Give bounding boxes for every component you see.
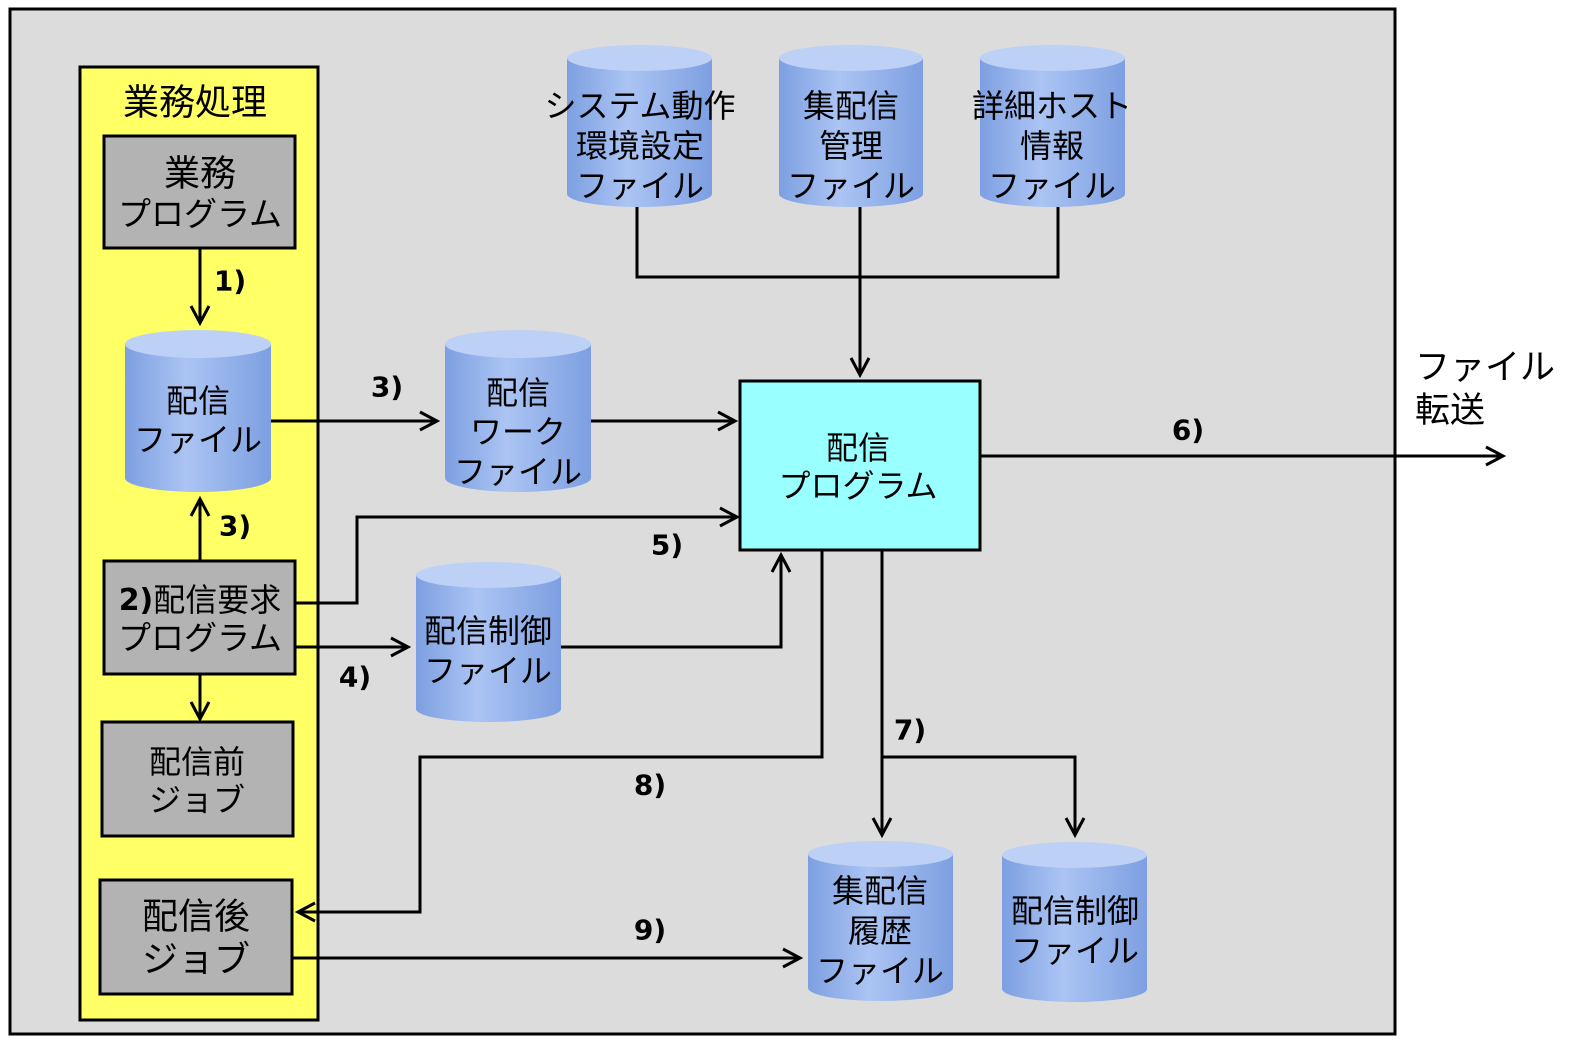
cylinder-top: [445, 330, 591, 358]
delivery-control-file-out-line-1: 配信制御: [1011, 892, 1139, 930]
post-delivery-job-line-2: ジョブ: [142, 940, 250, 981]
cylinder-body: [416, 575, 561, 722]
edge-control-file-to-delivery-program: [561, 555, 781, 649]
delivery-control-file-out-cylinder: 配信制御 ファイル: [1002, 842, 1147, 1003]
delivery-request-program-line-1: 2)配信要求: [119, 581, 282, 619]
distribution-management-file-cylinder: 集配信 管理 ファイル: [779, 45, 923, 207]
delivery-request-program-title: 配信要求: [153, 581, 281, 619]
pre-delivery-job-box: 配信前 ジョブ: [100, 720, 295, 838]
cylinder-body: [808, 854, 953, 1001]
pre-delivery-job-line-2: ジョブ: [149, 781, 245, 819]
file-transfer-line-1: ファイル: [1415, 348, 1555, 388]
host-detail-file-cylinder: 詳細ホスト 情報 ファイル: [972, 45, 1132, 208]
pre-delivery-job-line-1: 配信前: [149, 743, 245, 781]
step-label-3-right: 3): [371, 371, 403, 404]
cylinder-body: [779, 58, 923, 207]
cylinder-top: [125, 330, 271, 358]
delivery-file-cylinder: 配信 ファイル: [125, 330, 271, 492]
delivery-control-file-line-1: 配信制御: [424, 612, 552, 650]
delivery-program-box: 配信 プログラム: [738, 379, 982, 552]
delivery-request-step-number: 2): [119, 583, 154, 618]
edge-request-program-to-delivery-program: [295, 517, 737, 605]
system-environment-file-cylinder: システム動作 環境設定 ファイル: [544, 45, 736, 207]
delivery-control-file-cylinder: 配信制御 ファイル: [416, 562, 561, 722]
edge-delivery-program-to-control-file-out: [882, 755, 1075, 835]
step-label-3-up: 3): [219, 510, 251, 543]
host-detail-file-line-1: 詳細ホスト: [972, 87, 1132, 125]
system-environment-file-line-2: 環境設定: [576, 127, 704, 165]
pre-delivery-job-rect: [100, 720, 295, 838]
step-label-5: 5): [651, 529, 683, 562]
step-label-4: 4): [339, 661, 371, 694]
cylinder-top: [980, 45, 1125, 71]
delivery-request-program-rect: [102, 559, 297, 676]
delivery-work-file-line-3: ファイル: [454, 453, 582, 491]
business-program-line-2: プログラム: [118, 195, 282, 234]
delivery-control-file-line-2: ファイル: [424, 652, 552, 690]
distribution-history-file-line-3: ファイル: [816, 952, 944, 990]
system-environment-file-line-3: ファイル: [576, 167, 704, 205]
file-transfer-output: ファイル 転送: [1415, 348, 1555, 431]
cylinder-body: [567, 58, 712, 207]
step-label-6: 6): [1172, 414, 1204, 447]
delivery-request-program-box: 2)配信要求 プログラム: [102, 559, 297, 676]
file-transfer-line-2: 転送: [1415, 391, 1485, 431]
cylinder-body: [125, 344, 271, 492]
distribution-history-file-cylinder: 集配信 履歴 ファイル: [808, 841, 953, 1001]
delivery-file-line-1: 配信: [166, 382, 230, 420]
distribution-history-file-line-1: 集配信: [832, 872, 928, 910]
delivery-work-file-line-2: ワーク: [470, 413, 566, 451]
delivery-control-file-out-line-2: ファイル: [1011, 932, 1139, 970]
cylinder-body: [445, 344, 591, 492]
edge-delivery-program-to-post-job: [298, 551, 824, 912]
system-environment-file-line-1: システム動作: [544, 87, 735, 125]
post-delivery-job-line-1: 配信後: [142, 897, 250, 938]
cylinder-body: [1002, 855, 1147, 1003]
distribution-history-file-line-2: 履歴: [848, 912, 912, 950]
cylinder-top: [1002, 842, 1147, 868]
step-label-8: 8): [634, 769, 666, 802]
cylinder-top: [567, 45, 712, 71]
delivery-request-program-line-2: プログラム: [118, 619, 282, 658]
cylinder-body: [980, 58, 1125, 208]
edge-config-files-join: [635, 207, 1060, 279]
cylinder-top: [416, 562, 561, 588]
distribution-management-file-line-3: ファイル: [787, 167, 915, 205]
step-label-9: 9): [634, 914, 666, 947]
business-program-box: 業務 プログラム: [102, 134, 297, 250]
business-program-rect: [102, 134, 297, 250]
step-label-1: 1): [214, 265, 246, 298]
delivery-program-line-2: プログラム: [778, 467, 937, 505]
distribution-management-file-line-1: 集配信: [803, 87, 899, 125]
post-delivery-job-box: 配信後 ジョブ: [98, 878, 294, 996]
host-detail-file-line-3: ファイル: [988, 167, 1116, 205]
delivery-work-file-line-1: 配信: [486, 374, 550, 412]
business-processing-title: 業務処理: [123, 83, 267, 124]
business-program-line-1: 業務: [164, 154, 236, 195]
host-detail-file-line-2: 情報: [1020, 127, 1084, 165]
cylinder-top: [808, 841, 953, 867]
delivery-work-file-cylinder: 配信 ワーク ファイル: [445, 330, 591, 492]
delivery-file-line-2: ファイル: [134, 421, 262, 459]
step-label-7: 7): [894, 714, 926, 747]
post-delivery-job-rect: [98, 878, 294, 996]
delivery-program-line-1: 配信: [826, 429, 890, 467]
distribution-management-file-line-2: 管理: [819, 127, 883, 165]
cylinder-top: [779, 45, 923, 71]
delivery-program-rect: [738, 379, 982, 552]
